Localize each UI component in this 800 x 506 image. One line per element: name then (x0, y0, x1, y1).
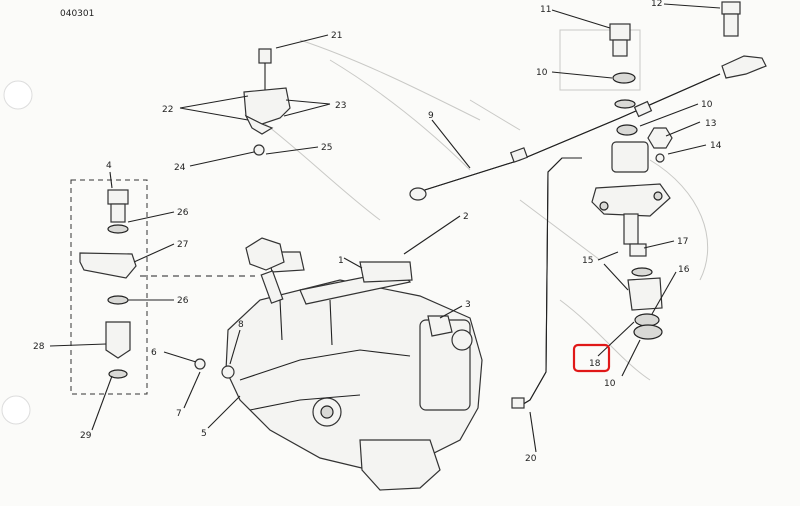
seal-ring (108, 369, 128, 379)
callout-23: 23 (335, 101, 346, 111)
pipe-end-right (721, 55, 767, 79)
callout-16: 16 (678, 265, 690, 275)
callout-2: 2 (463, 212, 469, 222)
callout-14: 14 (710, 141, 722, 151)
nozzle-17 (629, 243, 647, 257)
callout-10-mid: 10 (701, 100, 713, 110)
seal-16 (631, 267, 653, 277)
pipe-end-left (409, 187, 427, 201)
callout-28: 28 (33, 342, 45, 352)
washer-upper (107, 224, 129, 234)
callout-9: 9 (428, 111, 434, 121)
injector-holder-top (611, 141, 649, 173)
callout-26-upper: 26 (177, 208, 189, 218)
return-pipe (511, 157, 582, 409)
callout-27: 27 (177, 240, 188, 250)
highlight-box-callout-18[interactable] (572, 343, 611, 373)
callout-12: 12 (651, 0, 662, 9)
callout-25: 25 (321, 143, 332, 153)
copper-washer-18 (634, 313, 660, 327)
callout-22: 22 (162, 105, 173, 115)
bracket-bolt-head (258, 48, 272, 64)
drawing-id: 040301 (60, 9, 94, 19)
banjo-bolt-11 (609, 23, 631, 41)
injector-holder-assembly (591, 1, 741, 340)
stop-nut (194, 358, 206, 370)
sealing-washer-10-top (612, 72, 636, 84)
callout-17: 17 (677, 237, 688, 247)
injector-nozzle-body (623, 213, 639, 245)
stop-washer (221, 365, 235, 379)
banjo-body (79, 252, 137, 279)
callout-7: 7 (176, 409, 182, 419)
bracket-nut (253, 144, 265, 156)
banjo-fitting-group (70, 179, 255, 395)
pump-base (359, 439, 441, 491)
sealing-washer-10-mid (616, 124, 638, 136)
callout-26-lower: 26 (177, 296, 189, 306)
banjo-bolt-12 (721, 1, 741, 15)
callout-5: 5 (201, 429, 207, 439)
callout-15: 15 (582, 256, 593, 266)
callout-10-top: 10 (536, 68, 548, 78)
washer-lower (107, 295, 129, 305)
sealing-washer-10-bottom (633, 324, 663, 340)
injection-pump (194, 237, 483, 491)
callout-8: 8 (238, 320, 244, 330)
bleed-screw (427, 315, 453, 337)
injector-pipe (409, 55, 767, 201)
binder-hole-top (3, 80, 33, 110)
callout-10-bottom: 10 (604, 379, 616, 389)
bracket-assembly (243, 48, 291, 156)
leader-lines (49, 3, 721, 453)
callout-4: 4 (106, 161, 112, 171)
heat-shield (627, 277, 663, 311)
control-bracket (359, 261, 413, 283)
callout-13: 13 (705, 119, 716, 129)
fuel-inlet-banjo (245, 237, 285, 271)
binder-hole-bottom (1, 395, 31, 425)
callout-6: 6 (151, 348, 157, 358)
callout-29: 29 (80, 431, 92, 441)
nut-13 (647, 127, 673, 149)
washer-14 (655, 153, 665, 163)
bolt-head (107, 189, 129, 205)
callout-24: 24 (174, 163, 186, 173)
connector-fitting (105, 321, 131, 359)
return-pipe-fitting (511, 397, 525, 409)
callout-1: 1 (338, 256, 344, 266)
callout-3: 3 (465, 300, 471, 310)
callout-18: 18 (589, 359, 601, 369)
injector-flange (591, 183, 671, 217)
callout-20: 20 (525, 454, 537, 464)
callout-11: 11 (540, 5, 551, 15)
callout-21: 21 (331, 31, 342, 41)
callout-labels: 21 22 23 24 25 4 26 27 26 28 29 1 2 3 8 … (33, 0, 722, 464)
dashed-group-frame (70, 179, 148, 395)
